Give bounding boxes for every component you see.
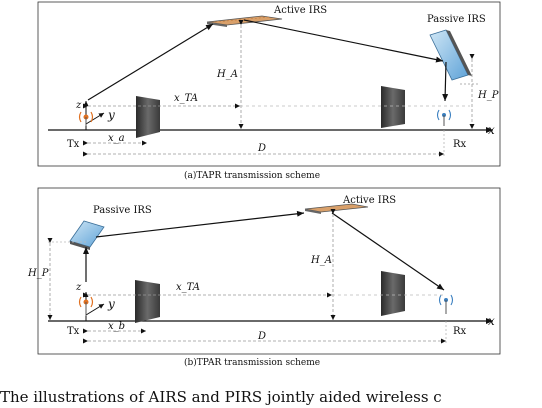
passive-irs-label: Passive IRS xyxy=(427,14,486,25)
xta-label: x_TA xyxy=(174,93,198,104)
passive-irs-panel xyxy=(429,29,472,81)
tx-label: Tx xyxy=(67,139,80,150)
panel-b: x z y Tx Rx Passive IRS xyxy=(27,187,501,368)
figure-caption: The illustrations of AIRS and PIRS joint… xyxy=(0,388,442,406)
hp-label: H_P xyxy=(477,90,499,101)
y-axis-b xyxy=(85,303,105,316)
z-axis-label-b: z xyxy=(75,282,82,293)
signal-tx-to-airs xyxy=(87,23,214,101)
z-axis-label: z xyxy=(75,100,82,111)
xa-label: x_a xyxy=(108,133,125,144)
d-label-b: D xyxy=(257,331,266,342)
signal-airs-to-rx xyxy=(331,212,445,291)
ha-label: H_A xyxy=(216,69,238,80)
active-irs-label-b: Active IRS xyxy=(342,195,396,206)
obstacle-wall-1 xyxy=(136,96,160,138)
rx-label-b: Rx xyxy=(453,326,467,337)
tx-antenna-icon xyxy=(78,111,94,126)
ha-label-b: H_A xyxy=(310,255,332,266)
panel-b-caption: (b)TPAR transmission scheme xyxy=(184,357,320,368)
x-axis-label: x xyxy=(488,123,495,137)
x-axis-label-b: x xyxy=(488,314,495,328)
rx-label: Rx xyxy=(453,139,467,150)
active-irs-label: Active IRS xyxy=(273,5,327,16)
panel-a: x z y Tx Rx Active IRS xyxy=(37,1,501,181)
obstacle-wall-2-b xyxy=(381,271,405,316)
active-irs-panel-b xyxy=(304,203,369,214)
panel-b-frame xyxy=(37,187,501,355)
tx-antenna-icon-b xyxy=(78,296,94,316)
passive-irs-label-b: Passive IRS xyxy=(93,205,152,216)
panel-a-frame xyxy=(37,1,501,167)
y-axis-label-b: y xyxy=(107,297,115,311)
hp-label-b: H_P xyxy=(27,268,49,279)
y-axis-label: y xyxy=(107,108,115,122)
panel-a-caption: (a)TAPR transmission scheme xyxy=(184,170,320,181)
y-axis xyxy=(85,112,105,125)
xb-label: x_b xyxy=(108,321,125,332)
d-label: D xyxy=(257,143,266,154)
signal-airs-to-pirs xyxy=(243,19,444,63)
tx-label-b: Tx xyxy=(67,326,80,337)
xta-label-b: x_TA xyxy=(176,282,200,293)
obstacle-wall-2 xyxy=(381,86,405,128)
rx-antenna-icon-b xyxy=(438,294,454,314)
signal-pirs-to-rx xyxy=(442,61,449,102)
passive-irs-panel-b xyxy=(69,220,105,250)
rx-antenna-icon xyxy=(436,109,452,126)
signal-pirs-to-airs xyxy=(95,210,305,238)
obstacle-wall-1-b xyxy=(135,280,160,323)
